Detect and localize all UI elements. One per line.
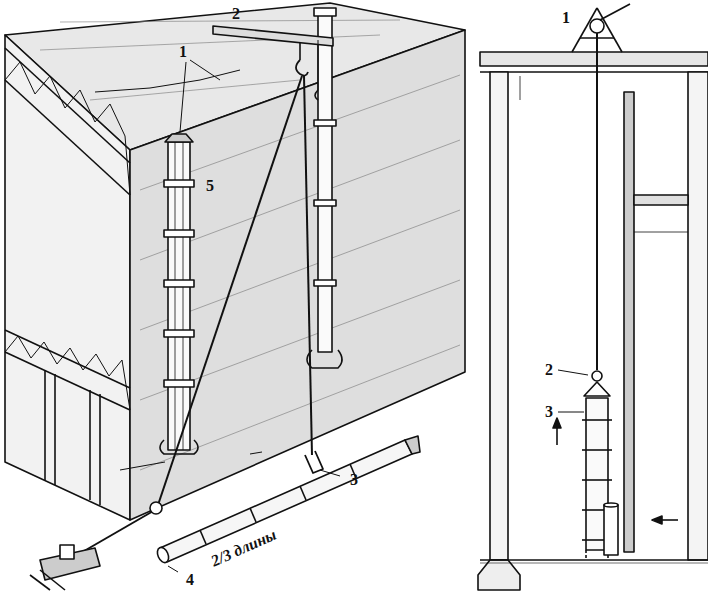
boom bbox=[213, 26, 333, 100]
leader-line bbox=[180, 62, 186, 132]
wall-hatching bbox=[40, 20, 460, 470]
building-end-wall bbox=[5, 35, 130, 520]
callout-number: 1 bbox=[562, 10, 570, 26]
lifting-rope bbox=[72, 76, 312, 558]
section-frame bbox=[478, 52, 708, 590]
column-base bbox=[604, 503, 618, 507]
crane-beam-truss bbox=[5, 330, 130, 505]
spreader bbox=[584, 382, 610, 396]
callout-number: 3 bbox=[350, 472, 358, 488]
pulley bbox=[150, 502, 162, 514]
leader-line bbox=[558, 370, 588, 375]
callout-number: 2 bbox=[232, 6, 240, 22]
leader-line bbox=[558, 412, 584, 413]
erected-column bbox=[160, 134, 198, 454]
callout-number: 3 bbox=[545, 404, 553, 420]
leader-line bbox=[190, 60, 220, 80]
building-long-wall bbox=[130, 30, 465, 520]
tie-rope bbox=[95, 70, 240, 92]
mast-column bbox=[307, 8, 342, 368]
callout-number: 4 bbox=[186, 572, 194, 588]
tripod bbox=[572, 4, 630, 52]
hook-ring bbox=[592, 371, 602, 381]
callout-number: 2 bbox=[545, 362, 553, 378]
column-base bbox=[604, 505, 618, 555]
lying-column bbox=[155, 436, 420, 572]
callout-number: 5 bbox=[206, 178, 214, 194]
hoist-rope bbox=[596, 33, 598, 370]
motion-arrow bbox=[553, 418, 678, 524]
callout-number: 1 bbox=[179, 44, 187, 60]
roof-truss bbox=[5, 48, 130, 195]
